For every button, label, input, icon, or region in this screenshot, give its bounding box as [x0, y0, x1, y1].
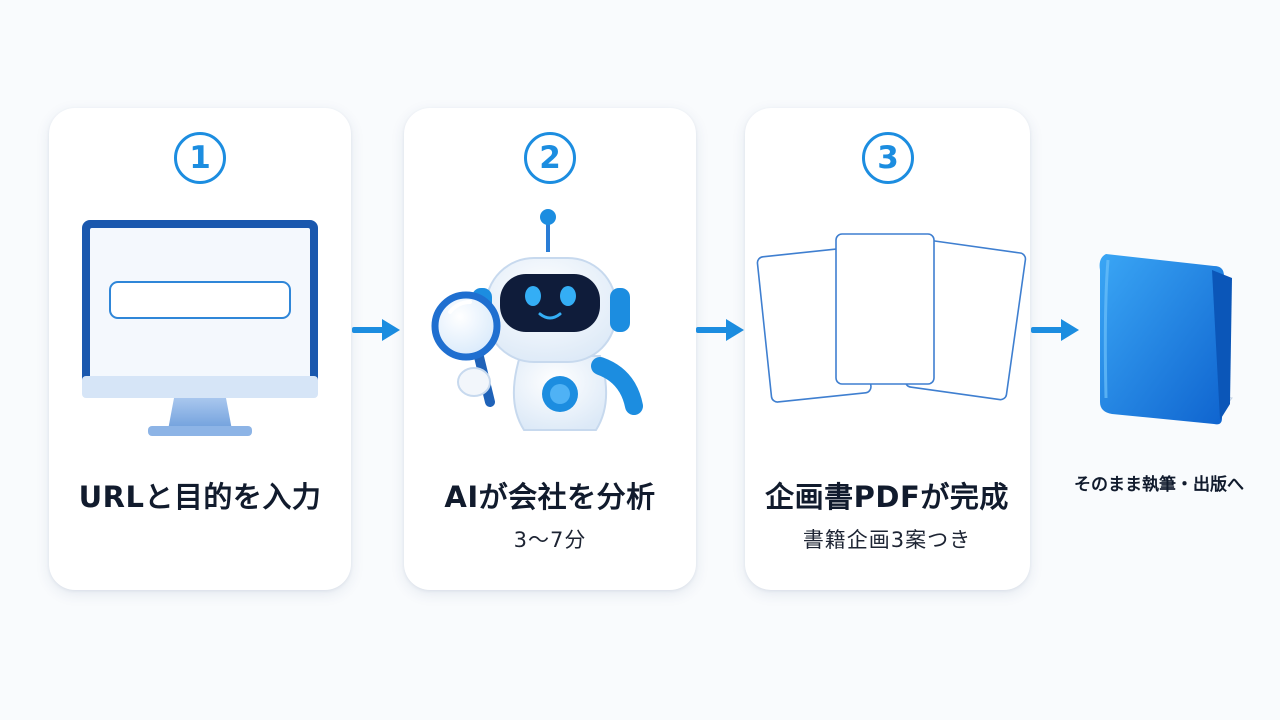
arrow-right-icon: [1031, 319, 1079, 341]
step-subtitle-2: 3〜7分: [513, 528, 587, 552]
step-title-3: 企画書PDFが完成: [765, 480, 1009, 514]
robot-icon: [431, 209, 643, 431]
final-step-label: そのまま執筆・出版へ: [1074, 475, 1244, 495]
step-number-1: 1: [174, 132, 226, 184]
monitor-icon: [82, 220, 318, 436]
book-icon: [1099, 254, 1233, 425]
arrow-right-icon: [352, 319, 400, 341]
arrow-right-icon: [696, 319, 744, 341]
documents-icon: [756, 233, 1027, 403]
step-subtitle-3: 書籍企画3案つき: [802, 528, 972, 552]
step-title-1: URLと目的を入力: [78, 480, 322, 514]
step-number-2: 2: [524, 132, 576, 184]
step-number-3: 3: [862, 132, 914, 184]
step-title-2: AIが会社を分析: [444, 480, 656, 514]
